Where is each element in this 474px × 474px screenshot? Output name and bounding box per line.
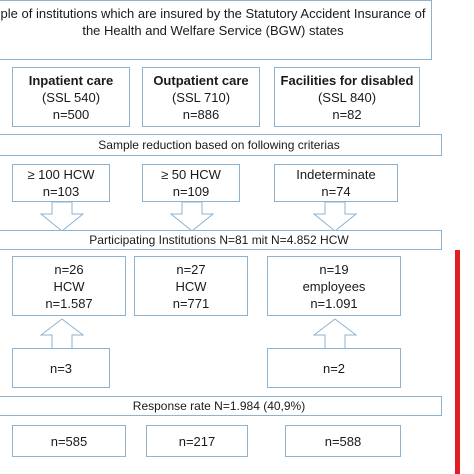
category-title: Inpatient care: [28, 72, 114, 88]
criteria-count: n=103: [42, 184, 80, 199]
participant-count: n=27: [176, 261, 206, 277]
participant-unit: HCW: [53, 278, 85, 294]
response-box-outpatient: n=217: [146, 425, 248, 457]
excluded-count: n=3: [49, 360, 73, 376]
header-line-1: ple of institutions which are insured by…: [0, 6, 426, 21]
participating-band: Participating Institutions N=81 mit N=4.…: [0, 230, 442, 250]
category-code: (SSL 540): [41, 89, 101, 105]
participant-total: n=1.587: [45, 295, 93, 311]
criteria-label: Indeterminate: [296, 167, 376, 182]
participant-unit: HCW: [175, 278, 207, 294]
category-outpatient-box: Outpatient care (SSL 710) n=886: [142, 67, 260, 127]
response-box-inpatient: n=585: [12, 425, 126, 457]
up-arrow-icon: [313, 318, 357, 350]
criteria-count: n=74: [321, 184, 351, 199]
category-count: n=500: [52, 106, 90, 122]
down-arrow-icon: [40, 202, 84, 232]
response-box-disabled: n=588: [285, 425, 401, 457]
participating-label: Participating Institutions N=81 mit N=4.…: [89, 233, 349, 247]
excluded-box-disabled: n=2: [267, 348, 401, 388]
up-arrow-icon: [40, 318, 84, 350]
criteria-count: n=109: [172, 184, 210, 199]
category-count: n=886: [182, 106, 220, 122]
down-arrow-icon: [313, 202, 357, 232]
response-rate-band: Response rate N=1.984 (40,9%): [0, 396, 442, 416]
participant-unit: employees: [302, 278, 366, 294]
header-line-2: the Health and Welfare Service (BGW) sta…: [82, 23, 344, 38]
red-vertical-bar: [455, 250, 460, 474]
category-disabled-box: Facilities for disabled (SSL 840) n=82: [274, 67, 420, 127]
participant-count: n=26: [54, 261, 84, 277]
response-rate-label: Response rate N=1.984 (40,9%): [132, 399, 306, 413]
sample-reduction-label: Sample reduction based on following crit…: [98, 138, 340, 152]
category-count: n=82: [332, 106, 362, 122]
criteria-box-50hcw: ≥ 50 HCW n=109: [142, 164, 240, 202]
category-inpatient-box: Inpatient care (SSL 540) n=500: [12, 67, 130, 127]
response-count: n=585: [50, 433, 88, 449]
participant-total: n=1.091: [310, 295, 358, 311]
participants-box-disabled: n=19 employees n=1.091: [267, 256, 401, 316]
category-title: Facilities for disabled: [280, 72, 414, 88]
category-code: (SSL 710): [171, 89, 231, 105]
participants-box-inpatient: n=26 HCW n=1.587: [12, 256, 126, 316]
participants-box-outpatient: n=27 HCW n=771: [134, 256, 248, 316]
criteria-box-indeterminate: Indeterminate n=74: [274, 164, 398, 202]
criteria-box-100hcw: ≥ 100 HCW n=103: [12, 164, 110, 202]
criteria-label: ≥ 50 HCW: [161, 167, 221, 182]
excluded-box-inpatient: n=3: [12, 348, 110, 388]
participant-total: n=771: [172, 295, 210, 311]
down-arrow-icon: [170, 202, 214, 232]
category-title: Outpatient care: [153, 72, 249, 88]
header-text: ple of institutions which are insured by…: [0, 5, 429, 39]
response-count: n=588: [324, 433, 362, 449]
participant-count: n=19: [319, 261, 349, 277]
header-box: ple of institutions which are insured by…: [0, 0, 432, 60]
sample-reduction-band: Sample reduction based on following crit…: [0, 134, 442, 156]
criteria-label: ≥ 100 HCW: [27, 167, 95, 182]
category-code: (SSL 840): [317, 89, 377, 105]
excluded-count: n=2: [322, 360, 346, 376]
response-count: n=217: [178, 433, 216, 449]
